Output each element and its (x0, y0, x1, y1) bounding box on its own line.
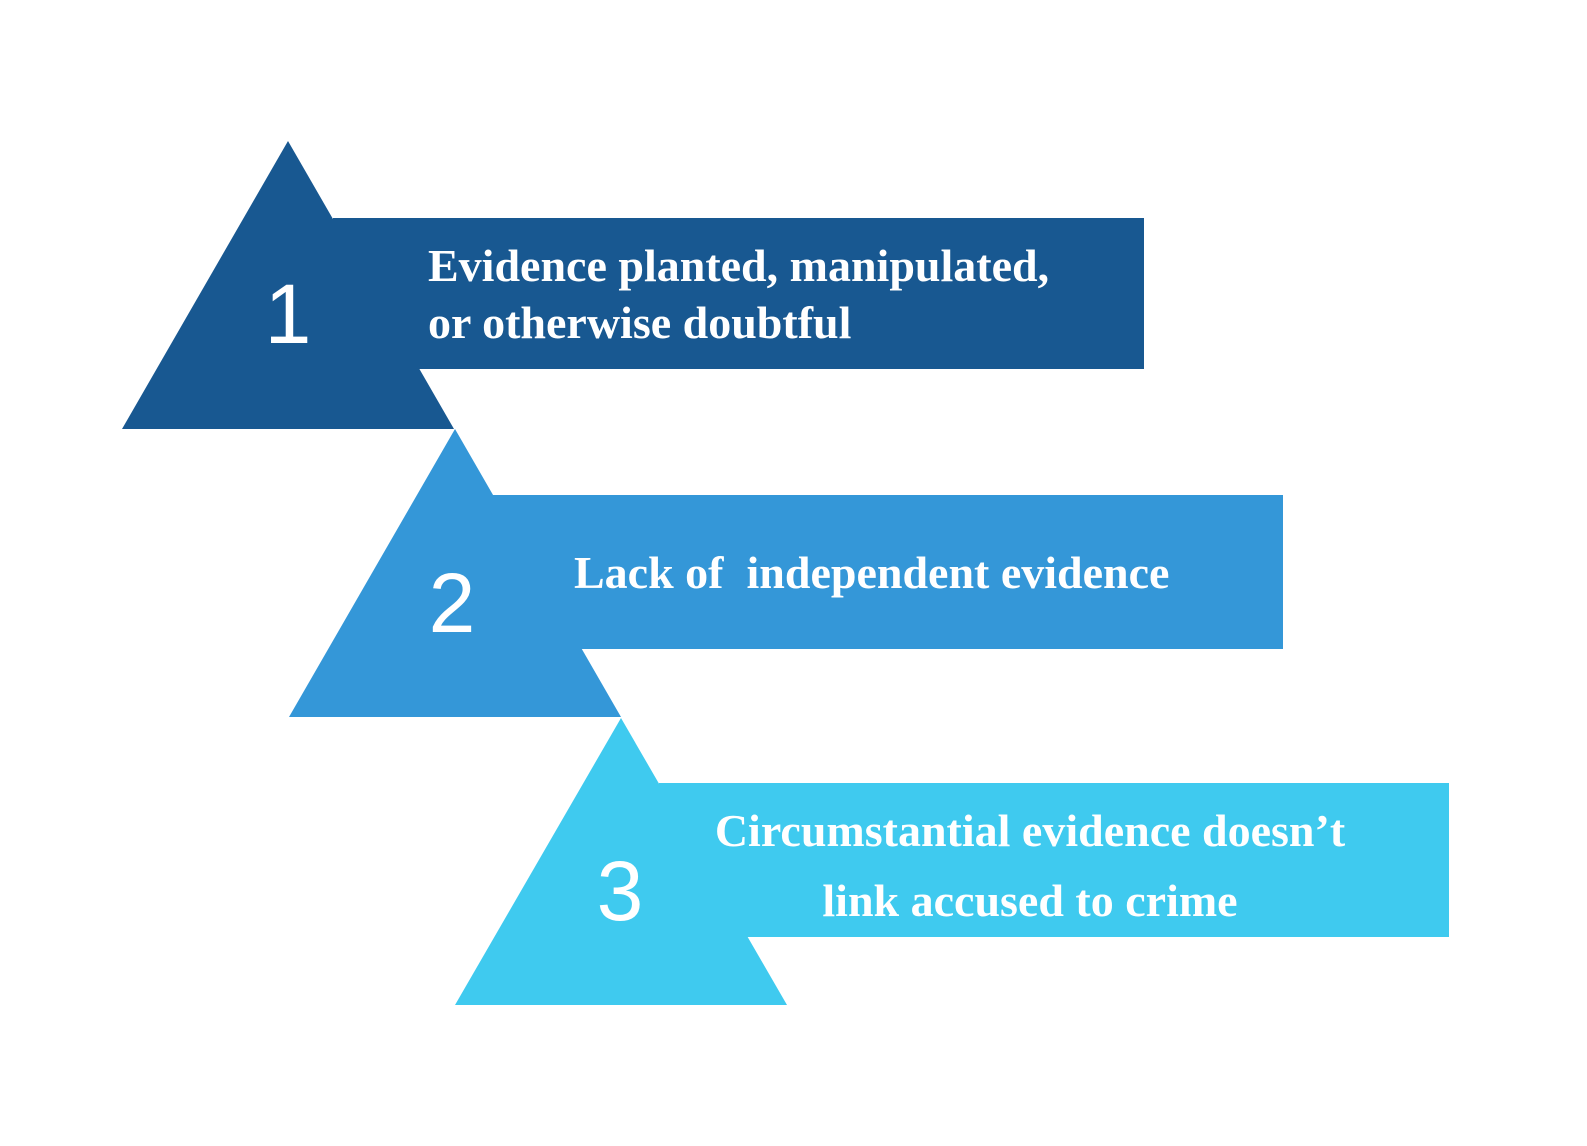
step-2-number: 2 (429, 556, 476, 650)
step-3-number: 3 (597, 844, 644, 938)
step-1: 1 Evidence planted, manipulated, or othe… (122, 141, 1144, 429)
step-1-number: 1 (265, 267, 312, 361)
step-3: 3 Circumstantial evidence doesn’t link a… (455, 718, 1449, 1005)
step-1-banner (333, 218, 1144, 369)
step-1-label: Evidence planted, manipulated, (428, 240, 1049, 291)
step-2-banner (492, 495, 1283, 649)
step-3-banner (659, 783, 1449, 937)
step-2: 2 Lack of independent evidence (289, 429, 1283, 717)
step-2-label: Lack of independent evidence (574, 547, 1169, 598)
step-3-label-line-2: link accused to crime (822, 875, 1237, 926)
step-3-label: Circumstantial evidence doesn’t (715, 805, 1346, 856)
step-1-label-line-2: or otherwise doubtful (428, 297, 851, 348)
